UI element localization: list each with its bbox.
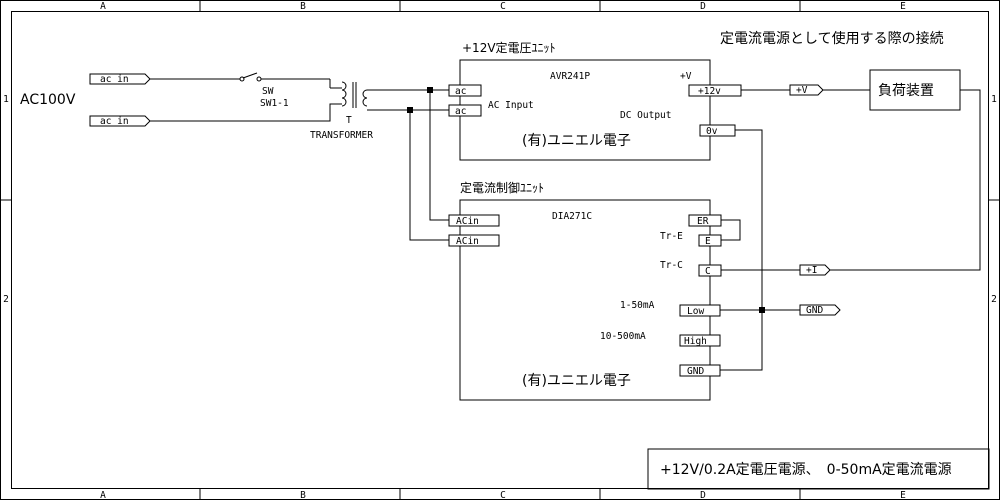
net-flag-gnd-label: GND (806, 305, 823, 316)
ac-source-label: AC100V (20, 92, 76, 108)
frame-column-labels: A B C D E A B C D E (100, 1, 906, 500)
switch-ref-label: SW1-1 (260, 98, 289, 109)
title-note: 定電流電源として使用する際の接続 (720, 30, 944, 47)
frame-col-b-top: B (300, 1, 306, 12)
frame-col-e-bottom: E (900, 490, 906, 500)
ccu-pin-e: E (698, 234, 722, 247)
ccu-pin-gnd: GND (679, 364, 721, 377)
ccu-pin-low: Low (679, 304, 721, 317)
avr-pin-ac1-label: ac (455, 86, 466, 97)
net-flag-plus-v-label: +V (796, 85, 808, 96)
avr-unit-model: AVR241P (550, 71, 590, 82)
avr-pin-0v: 0v (699, 124, 736, 137)
avr-unit-maker: (有)ユニエル電子 (522, 133, 631, 149)
frame-row-1-right: 1 (991, 94, 997, 105)
wire-input-bottom (150, 103, 342, 122)
load-box-label: 負荷装置 (878, 83, 934, 99)
transformer-name: TRANSFORMER (310, 130, 373, 141)
frame-col-e-top: E (900, 1, 906, 12)
frame-col-d-bottom: D (700, 490, 706, 500)
wire-gnd (720, 129, 800, 371)
ccu-unit-maker: (有)ユニエル電子 (522, 373, 631, 389)
ccu-pin-c-label: C (705, 266, 711, 277)
frame-col-c-top: C (500, 1, 506, 12)
ccu-pin-acin2: ACin (448, 234, 500, 247)
avr-pin-ac1: ac (448, 84, 482, 97)
avr-pin-12v-label: +12v (698, 86, 721, 97)
net-flag-plus-i: +I (799, 264, 831, 276)
frame-row-labels: 1 2 1 2 (3, 94, 997, 305)
avr-pin-0v-label: 0v (706, 126, 718, 137)
frame-col-d-top: D (700, 1, 706, 12)
frame-col-c-bottom: C (500, 490, 506, 500)
frame-row-2-left: 2 (3, 294, 9, 305)
ccu-pin-er: ER (688, 214, 722, 227)
avr-ac-input-label: AC Input (488, 100, 534, 111)
ccu-pin-c: C (698, 264, 722, 277)
junction-dot-2 (407, 107, 413, 113)
frame-row-2-right: 2 (991, 294, 997, 305)
ccu-tr-c-label: Tr-C (660, 260, 683, 271)
avr-pin-ac2-label: ac (455, 106, 466, 117)
frame-col-a-bottom: A (100, 490, 106, 500)
transformer-ref: T (346, 115, 352, 126)
ccu-pin-er-label: ER (697, 216, 709, 227)
switch-type-label: SW (262, 86, 274, 97)
footer-text: +12V/0.2A定電圧電源、 0-50mA定電流電源 (660, 462, 952, 478)
ccu-unit-heading: 定電流制御ﾕﾆｯﾄ (460, 180, 544, 195)
ccu-pin-high-label: High (684, 336, 707, 347)
wire-load-return (830, 89, 981, 271)
avr-dc-output-label: DC Output (620, 110, 671, 121)
ccu-pin-high: High (679, 334, 721, 347)
junction-dot-gnd (759, 307, 765, 313)
ccu-unit-box (459, 199, 711, 401)
net-flag-gnd: GND (799, 304, 841, 316)
input-port-bottom: ac_in (89, 115, 151, 127)
ccu-tr-e-label: Tr-E (660, 231, 683, 242)
ccu-pin-acin1-label: ACin (456, 216, 479, 227)
avr-unit-heading: +12V定電圧ﾕﾆｯﾄ (462, 40, 556, 55)
net-flag-plus-i-label: +I (806, 265, 817, 276)
ccu-unit-model: DIA271C (552, 211, 592, 222)
avr-pin-12v: +12v (688, 84, 742, 97)
ccu-pin-e-label: E (705, 236, 711, 247)
avr-pin-ac2: ac (448, 104, 482, 117)
wire-er-e-jumper (721, 219, 741, 241)
ccu-range-high-label: 10-500mA (600, 331, 646, 342)
input-port-top: ac_in (89, 73, 151, 85)
frame-col-b-bottom: B (300, 490, 306, 500)
ccu-pin-low-label: Low (687, 306, 704, 317)
avr-v-plus-label: +V (680, 71, 692, 82)
ccu-pin-gnd-label: GND (687, 366, 704, 377)
net-flag-plus-v: +V (789, 84, 824, 96)
switch-sw1 (150, 72, 342, 89)
ccu-range-low-label: 1-50mA (620, 300, 655, 311)
input-port-bottom-label: ac_in (100, 116, 129, 127)
frame-col-a-top: A (100, 1, 106, 12)
frame-row-1-left: 1 (3, 94, 9, 105)
junction-dot-1 (427, 87, 433, 93)
input-port-top-label: ac_in (100, 74, 129, 85)
ccu-pin-acin1: ACin (448, 214, 500, 227)
footer-title-block (647, 448, 990, 490)
ccu-pin-acin2-label: ACin (456, 236, 479, 247)
transformer-symbol (341, 81, 368, 108)
